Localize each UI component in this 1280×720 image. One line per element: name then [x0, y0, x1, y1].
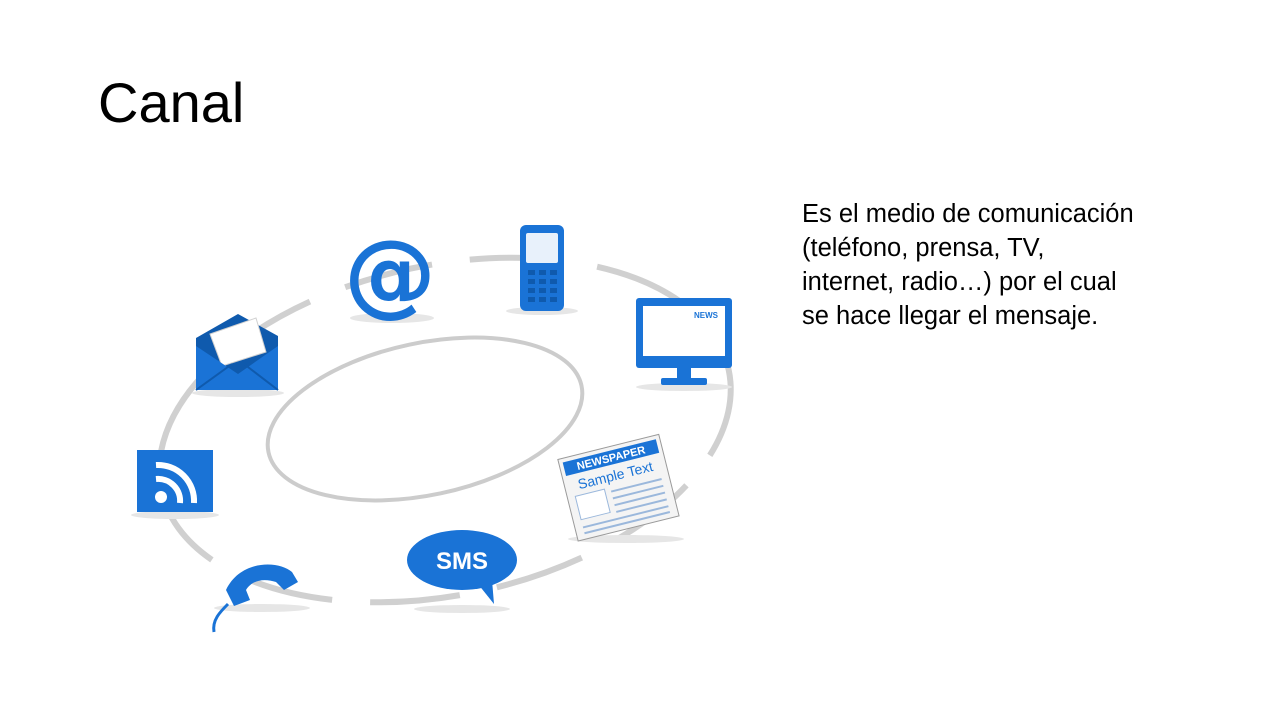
svg-text:SMS: SMS	[436, 548, 488, 575]
body-line-1: Es el medio de comunicación	[802, 200, 1134, 228]
envelope-icon	[192, 314, 284, 397]
telephone-handset-icon	[212, 564, 310, 633]
sms-bubble-icon: SMS	[407, 530, 517, 613]
body-line-2: (teléfono, prensa, TV,	[802, 234, 1045, 262]
at-sign-icon: @	[344, 220, 436, 327]
body-line-4: se hace llegar el mensaje.	[802, 302, 1099, 330]
svg-text:NEWS: NEWS	[694, 311, 719, 320]
slide-body-text: Es el medio de comunicación (teléfono, p…	[802, 197, 1222, 333]
mobile-phone-icon	[506, 225, 578, 315]
newspaper-icon: NEWSPAPER Sample Text	[557, 433, 684, 543]
inner-ring	[265, 335, 585, 503]
svg-text:@: @	[344, 220, 436, 327]
tv-monitor-icon: NEWS	[636, 298, 732, 391]
slide-title: Canal	[98, 71, 245, 134]
rss-feed-icon	[131, 450, 219, 519]
body-line-3: internet, radio…) por el cual	[802, 268, 1117, 296]
communication-channels-illustration: @ NEWS NEWSPAPER Sample Text	[131, 220, 734, 633]
